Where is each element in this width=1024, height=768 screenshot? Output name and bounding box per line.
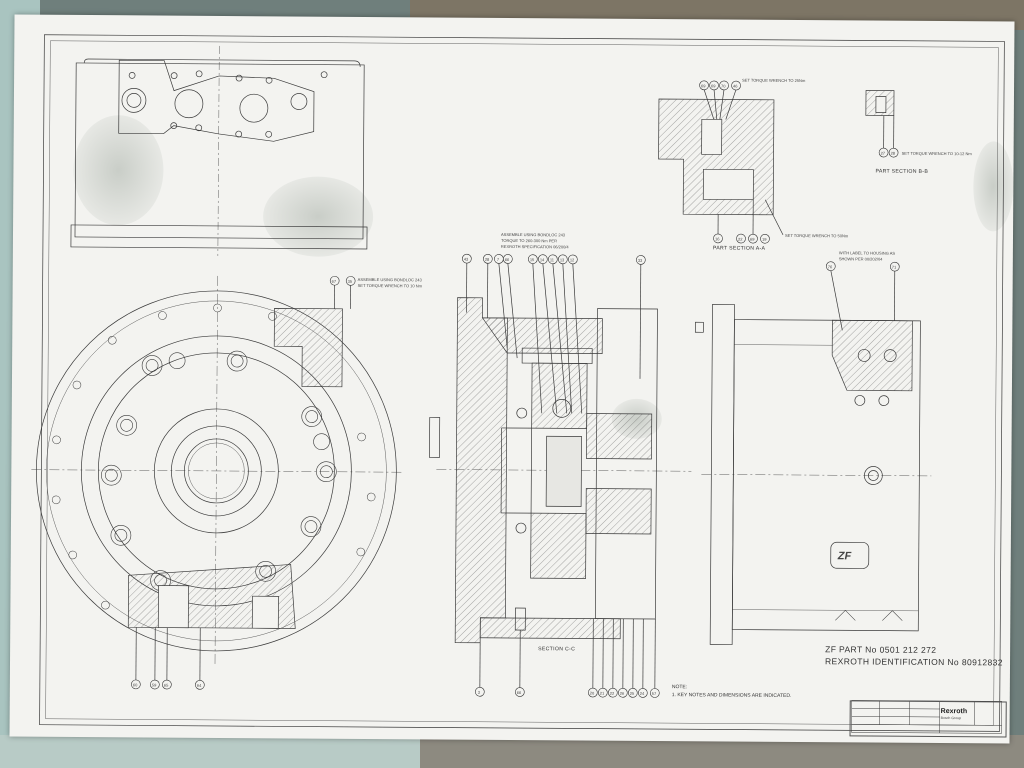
balloon: 25 — [629, 690, 635, 696]
balloon: 22 — [737, 236, 743, 242]
drawing-sheet: 69 69 70 46 16 22 69 19 27 28 67 35 60 5… — [9, 14, 1015, 744]
sheet-border — [39, 34, 1005, 732]
balloon: 26 — [619, 690, 625, 696]
balloon: 3 — [477, 689, 481, 695]
section-cc-view — [429, 262, 692, 690]
balloon: 46 — [733, 83, 738, 89]
balloon: 7 — [496, 256, 500, 262]
balloon: 67 — [331, 278, 337, 284]
sheet-inner-border — [45, 40, 999, 726]
balloons-layer — [131, 80, 900, 698]
drawing-canvas — [31, 34, 1005, 734]
balloon: 35 — [347, 278, 353, 284]
assemble-note: REXROTH SPECIFICATION 06/200/4 — [500, 243, 569, 250]
balloon: 43 — [463, 256, 469, 262]
balloon: 24 — [639, 690, 645, 696]
balloon: 16 — [714, 236, 720, 242]
right-side-view — [694, 270, 932, 645]
assemble-note: ASSEMBLE USING BONDLOC 243 — [500, 231, 566, 238]
balloon: 28 — [484, 256, 490, 262]
balloon: 60 — [132, 682, 138, 688]
note-text: 1. KEY NOTES AND DIMENSIONS ARE INDICATE… — [671, 692, 792, 699]
assemble-note: TORQUE TO 260-300 Nm PER — [500, 237, 558, 244]
label-note: WITH LABEL TO HOUSING AS — [838, 250, 896, 256]
balloon: 12 — [569, 257, 575, 263]
section-cc-label: SECTION C-C — [538, 646, 576, 653]
balloon: 22 — [609, 690, 615, 696]
balloon: 64 — [196, 682, 202, 688]
rexroth-id: REXROTH IDENTIFICATION No 80912832 — [825, 656, 1003, 668]
notes: NOTE: 1. KEY NOTES AND DIMENSIONS ARE IN… — [672, 683, 792, 700]
note-heading: NOTE: — [671, 684, 688, 691]
balloon: 28 — [890, 150, 896, 156]
balloon: 70 — [721, 83, 726, 89]
title-block: Rexroth Bosch Group — [849, 700, 1007, 738]
zf-logo-frame — [830, 541, 870, 569]
balloon: 69 — [711, 83, 716, 89]
brand-sub: Bosch Group — [940, 716, 962, 721]
balloon: 71 — [891, 264, 897, 270]
balloon: 20 — [589, 690, 595, 696]
balloon: 66 — [516, 690, 522, 696]
balloon: 66 — [504, 256, 510, 262]
revision-table — [851, 700, 1003, 734]
front-view — [31, 275, 402, 681]
torque-note: SET TORQUE WRENCH TO 10-12 Nm — [901, 150, 972, 157]
datum-box — [694, 321, 704, 333]
balloon: 69 — [701, 83, 706, 89]
balloon: 57 — [651, 690, 657, 697]
balloon: 19 — [761, 236, 767, 242]
balloon: 14 — [539, 257, 545, 263]
background-bottom-left — [0, 735, 420, 768]
dimension-box — [429, 417, 441, 458]
balloon: 13 — [559, 257, 565, 263]
balloon: 27 — [880, 150, 886, 156]
torque-note: SET TORQUE WRENCH TO 10 Nm — [357, 282, 422, 289]
torque-note: SET TORQUE WRENCH TO 50Nm — [784, 232, 849, 239]
balloon: 59 — [151, 682, 157, 688]
torque-note: SET TORQUE WRENCH TO 25Nm — [742, 77, 806, 84]
part-info: ZF PART No 0501 212 272 REXROTH IDENTIFI… — [825, 643, 1003, 668]
section-aa-label: PART SECTION A-A — [712, 245, 766, 252]
section-bb-label: PART SECTION B-B — [875, 168, 929, 175]
balloon: 15 — [529, 257, 535, 263]
balloon: 21 — [599, 690, 605, 696]
balloon: 11 — [549, 257, 555, 263]
balloon: 76 — [827, 264, 833, 270]
section-aa-view — [658, 89, 784, 236]
balloon: 65 — [163, 682, 169, 688]
section-bb-view — [865, 90, 895, 149]
assemble-note: ASSEMBLE USING BONDLOC 243 — [357, 276, 422, 283]
zf-logo: ZF — [837, 550, 852, 563]
brand-logo: Rexroth — [940, 708, 968, 716]
balloon: 33 — [637, 257, 643, 263]
top-housing-view — [70, 45, 368, 256]
balloon: 69 — [749, 236, 755, 242]
label-note: SHOWN PER 00/202/04 — [838, 256, 883, 262]
